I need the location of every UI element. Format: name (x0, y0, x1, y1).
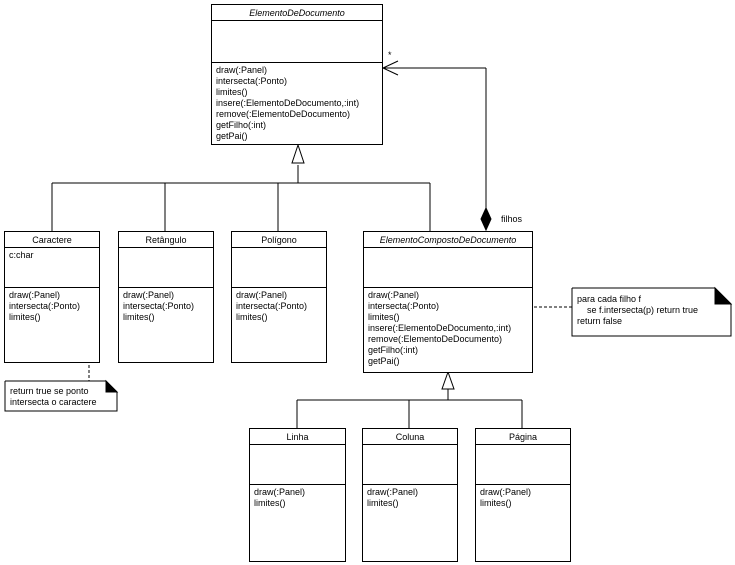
operation: draw(:Panel) (368, 290, 420, 300)
note-fold-caractere (105, 379, 119, 393)
class-operations: draw(:Panel) intersecta(:Ponto) limites(… (119, 288, 213, 325)
operation: insere(:ElementoDeDocumento,:int) (368, 323, 512, 333)
class-attributes (364, 248, 532, 288)
class-attributes (212, 21, 382, 63)
class-operations: draw(:Panel) limites() (476, 485, 570, 511)
operation: intersecta(:Ponto) (216, 76, 288, 86)
operation: intersecta(:Ponto) (368, 301, 440, 311)
class-attributes (250, 445, 345, 485)
operation: limites() (9, 312, 41, 322)
operation: draw(:Panel) (216, 65, 268, 75)
class-operations: draw(:Panel) limites() (250, 485, 345, 511)
operation: limites() (123, 312, 155, 322)
attribute: c:char (9, 250, 34, 260)
operation: draw(:Panel) (236, 290, 288, 300)
class-operations: draw(:Panel) intersecta(:Ponto) limites(… (5, 288, 99, 325)
multiplicity-label: * (388, 50, 392, 60)
operation: getPai() (216, 131, 248, 141)
class-attributes (363, 445, 457, 485)
generalization-arrowhead-composto (441, 370, 455, 390)
class-operations: draw(:Panel) intersecta(:Ponto) limites(… (232, 288, 326, 325)
class-operations: draw(:Panel) limites() (363, 485, 457, 511)
class-attributes (232, 248, 326, 288)
class-name: Página (476, 429, 570, 445)
note-text-caractere: return true se ponto intersecta o caract… (10, 386, 97, 407)
note-text-composto: para cada filho f se f.intersecta(p) ret… (577, 294, 699, 326)
note-shape-composto (571, 287, 732, 337)
operation: intersecta(:Ponto) (236, 301, 308, 311)
class-pagina: Página draw(:Panel) limites() (475, 428, 571, 562)
class-poligono: Polígono draw(:Panel) intersecta(:Ponto)… (231, 231, 327, 363)
operation: intersecta(:Ponto) (123, 301, 195, 311)
operation: limites() (254, 498, 286, 508)
class-name: Coluna (363, 429, 457, 445)
operation: draw(:Panel) (480, 487, 532, 497)
class-caractere: Caractere c:char draw(:Panel) intersecta… (4, 231, 100, 363)
composition-open-arrowhead (381, 60, 399, 76)
class-name: ElementoCompostoDeDocumento (364, 232, 532, 248)
operation: getPai() (368, 356, 400, 366)
generalization-arrowhead-top (291, 143, 305, 164)
class-coluna: Coluna draw(:Panel) limites() (362, 428, 458, 562)
class-operations: draw(:Panel) intersecta(:Ponto) limites(… (364, 288, 532, 369)
operation: limites() (367, 498, 399, 508)
operation: limites() (368, 312, 400, 322)
composition-diamond (480, 206, 492, 232)
operation: limites() (216, 87, 248, 97)
class-attributes (476, 445, 570, 485)
class-name: Retângulo (119, 232, 213, 248)
class-name: ElementoDeDocumento (212, 5, 382, 21)
operation: draw(:Panel) (123, 290, 175, 300)
class-name: Polígono (232, 232, 326, 248)
operation: limites() (480, 498, 512, 508)
operation: intersecta(:Ponto) (9, 301, 81, 311)
operation: draw(:Panel) (367, 487, 419, 497)
operation: getFilho(:int) (368, 345, 419, 355)
class-attributes: c:char (5, 248, 99, 288)
class-retangulo: Retângulo draw(:Panel) intersecta(:Ponto… (118, 231, 214, 363)
role-label-filhos: filhos (501, 214, 523, 224)
note-shape-caractere (4, 380, 118, 412)
class-attributes (119, 248, 213, 288)
operation: remove(:ElementoDeDocumento) (368, 334, 503, 344)
class-name: Linha (250, 429, 345, 445)
operation: insere(:ElementoDeDocumento,:int) (216, 98, 360, 108)
note-fold-composto (714, 286, 733, 305)
class-linha: Linha draw(:Panel) limites() (249, 428, 346, 562)
class-operations: draw(:Panel) intersecta(:Ponto) limites(… (212, 63, 382, 144)
operation: draw(:Panel) (254, 487, 306, 497)
class-elementodedocumento: ElementoDeDocumento draw(:Panel) interse… (211, 4, 383, 145)
operation: remove(:ElementoDeDocumento) (216, 109, 351, 119)
class-elementocompostodedocumento: ElementoCompostoDeDocumento draw(:Panel)… (363, 231, 533, 373)
operation: getFilho(:int) (216, 120, 267, 130)
operation: draw(:Panel) (9, 290, 61, 300)
class-name: Caractere (5, 232, 99, 248)
operation: limites() (236, 312, 268, 322)
